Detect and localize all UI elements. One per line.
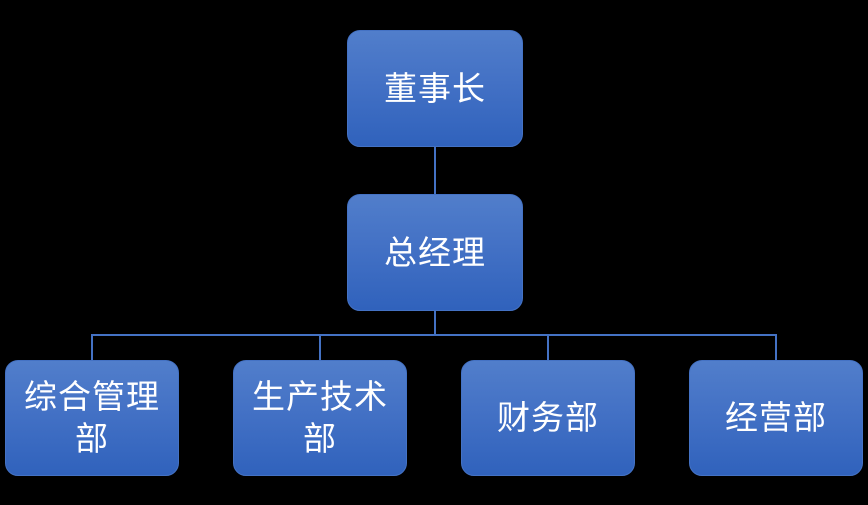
org-node-chairman: 董事长 bbox=[347, 30, 523, 147]
connector-drop-production-tech bbox=[319, 334, 321, 361]
org-node-general-manager-label: 总经理 bbox=[384, 233, 486, 271]
org-node-general-manager: 总经理 bbox=[347, 194, 523, 311]
org-node-dept-finance-label: 财务部 bbox=[497, 399, 599, 437]
connector-gm-stub bbox=[434, 311, 436, 335]
connector-drop-general-admin bbox=[91, 334, 93, 361]
org-node-dept-general-admin-label: 综合管理 部 bbox=[24, 378, 160, 457]
connector-drop-business bbox=[775, 334, 777, 361]
org-node-dept-business: 经营部 bbox=[689, 360, 863, 476]
org-node-dept-production-tech-label: 生产技术 部 bbox=[252, 378, 388, 457]
connector-horizontal-rail bbox=[91, 334, 777, 336]
connector-drop-finance bbox=[547, 334, 549, 361]
org-node-dept-business-label: 经营部 bbox=[725, 399, 827, 437]
org-node-dept-production-tech: 生产技术 部 bbox=[233, 360, 407, 476]
org-node-dept-finance: 财务部 bbox=[461, 360, 635, 476]
org-node-dept-general-admin: 综合管理 部 bbox=[5, 360, 179, 476]
org-node-chairman-label: 董事长 bbox=[384, 69, 486, 107]
connector-chairman-to-gm bbox=[434, 147, 436, 194]
